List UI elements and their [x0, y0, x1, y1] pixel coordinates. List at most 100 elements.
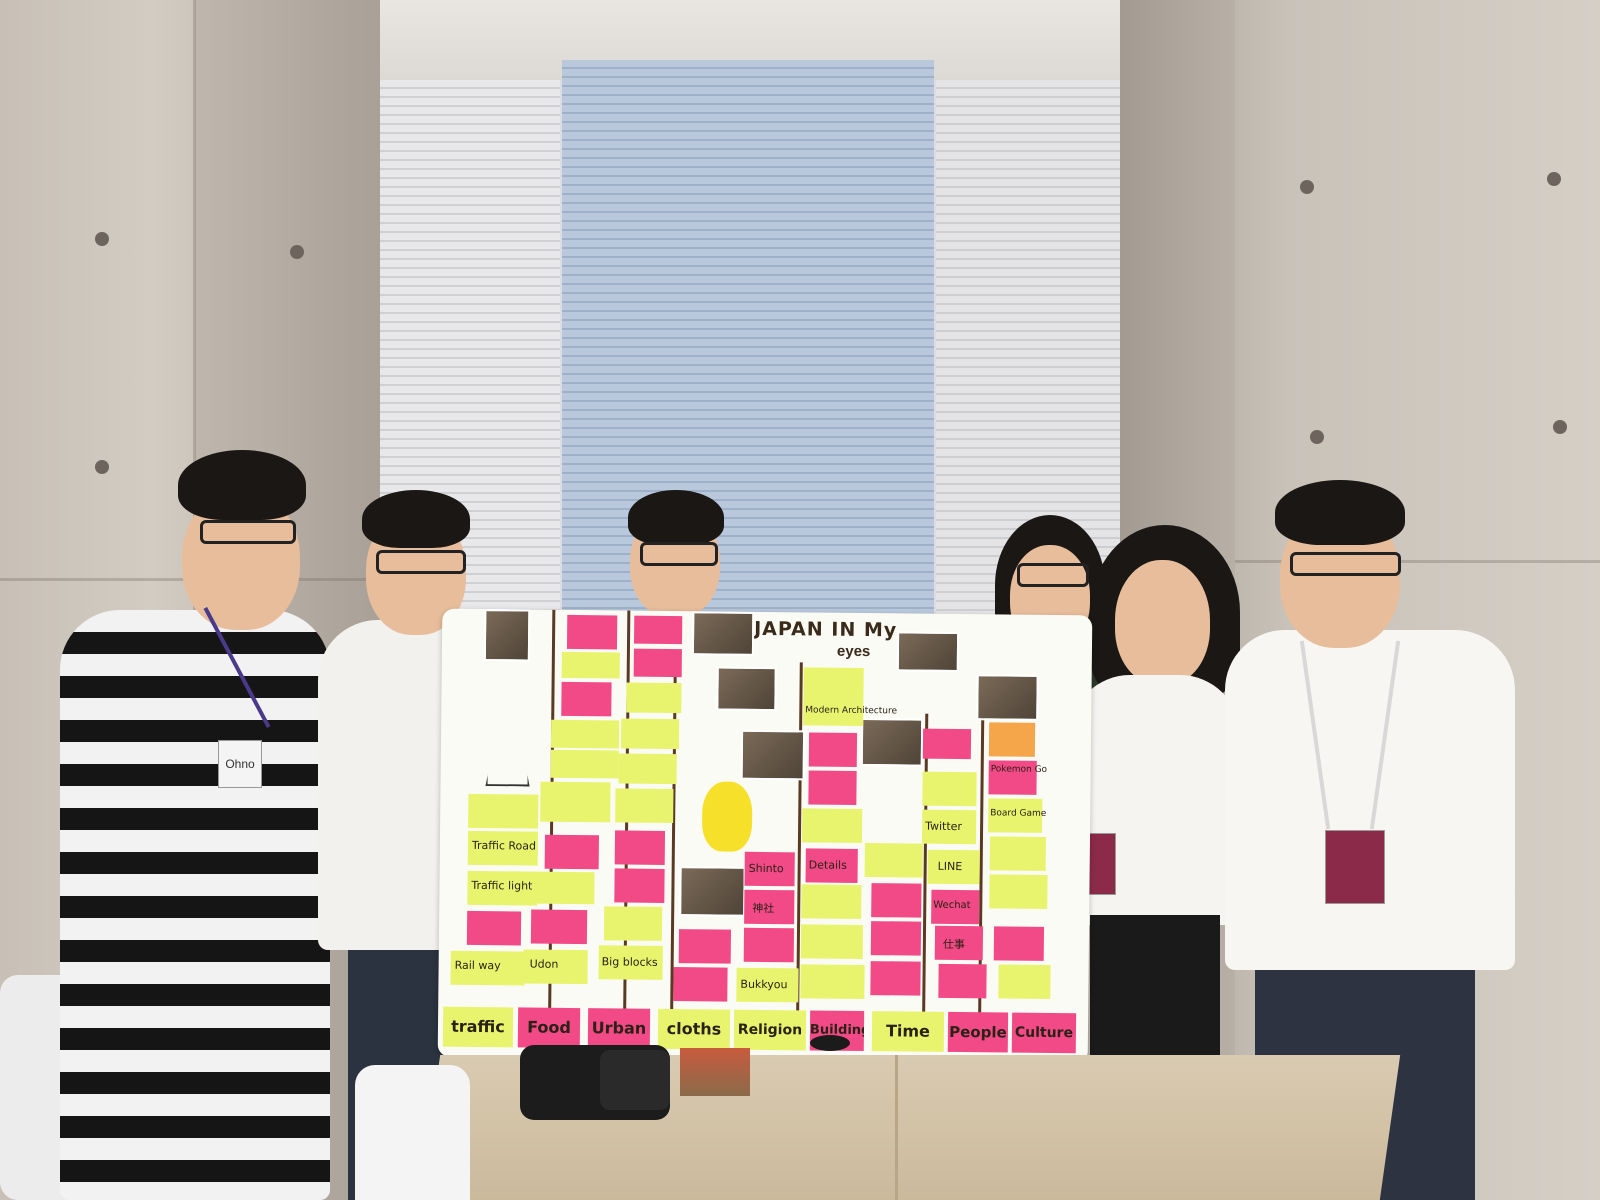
note-building [801, 808, 863, 844]
chair [355, 1065, 470, 1200]
note-time [870, 961, 921, 996]
striped-shirt [60, 610, 330, 1200]
poster-title: JAPAN IN My [754, 617, 898, 642]
hair [1275, 480, 1405, 545]
note-label: Rail way [454, 958, 501, 973]
note-label: 仕事 [942, 937, 965, 952]
note-label: Bukkyou [740, 977, 788, 992]
table-seam [895, 1055, 898, 1200]
note-traffic-light: Traffic light [467, 870, 538, 906]
note-pokemon-go: Pokemon Go [988, 760, 1047, 795]
glasses [1290, 552, 1401, 576]
note-urban [626, 682, 682, 714]
window-blind-center [562, 60, 934, 620]
note-traffic-road: Traffic Road [467, 830, 539, 866]
conference-badge [1325, 830, 1385, 904]
note-label: Modern Architecture [805, 705, 898, 717]
note-food [550, 719, 620, 749]
note-details: Details [805, 848, 858, 883]
glasses [200, 520, 296, 544]
note-building [808, 770, 857, 805]
poster-title-line-2: eyes [836, 642, 871, 661]
wall-seam [1235, 560, 1600, 563]
form-tie-hole [1310, 430, 1324, 444]
note-time [870, 921, 922, 956]
form-tie-hole [1300, 180, 1314, 194]
poster-board: JAPAN IN My eyes Traffic Road Traffic li… [437, 608, 1093, 1064]
note-urban [614, 830, 666, 865]
note-wechat: Wechat [931, 889, 980, 925]
note-label: 神社 [752, 901, 775, 916]
note-people [938, 963, 987, 999]
note-urban [618, 753, 677, 785]
note-urban [614, 868, 665, 903]
note-food [550, 749, 619, 779]
note-label: Udon [529, 957, 559, 971]
note-label: Big blocks [601, 955, 658, 969]
lens-cap [810, 1035, 850, 1051]
white-tshirt [1225, 630, 1515, 970]
note-food [540, 781, 611, 823]
note-culture [988, 722, 1036, 757]
note-label: Pokemon Go [990, 764, 1048, 775]
note-people [922, 771, 977, 807]
category-label-people: People [947, 1011, 1009, 1053]
note-food [566, 614, 618, 650]
category-label-religion: Religion [733, 1009, 807, 1051]
form-tie-hole [1553, 420, 1567, 434]
note-label: Wechat [933, 899, 971, 912]
note-cloths [673, 967, 728, 1002]
note-traffic-top [468, 793, 539, 829]
note-culture [989, 836, 1047, 871]
photo-interior [679, 866, 746, 917]
category-label-time: Time [871, 1011, 945, 1052]
note-food [561, 651, 620, 679]
note-building [808, 732, 858, 767]
note-urban [603, 906, 663, 941]
hair [362, 490, 470, 548]
note-label: Traffic Road [471, 838, 537, 853]
category-label-cloths: cloths [657, 1008, 731, 1050]
camera-lens [600, 1050, 670, 1110]
form-tie-hole [290, 245, 304, 259]
glasses [376, 550, 466, 574]
note-food [544, 834, 599, 870]
note-modern-architecture: Modern Architecture [803, 667, 897, 727]
note-label: Shinto [748, 861, 784, 876]
note-twitter: Twitter [921, 809, 977, 845]
note-building [801, 884, 862, 920]
note-food [530, 909, 588, 945]
note-udon: Udon [523, 949, 588, 985]
note-urban [615, 788, 674, 824]
note-time [864, 843, 923, 878]
note-label: Traffic light [471, 878, 533, 893]
person-center [620, 490, 730, 630]
note-jinja: 神社 [744, 889, 795, 925]
note-big-blocks: Big blocks [598, 945, 663, 980]
glasses [1017, 563, 1089, 587]
note-board-game: Board Game [988, 798, 1046, 833]
note-label: Details [808, 858, 847, 872]
note-label: Board Game [990, 808, 1047, 819]
note-cloths [678, 929, 732, 964]
note-food [561, 681, 612, 717]
photo-shrine [740, 729, 806, 781]
pikachu-drawing [701, 781, 753, 852]
note-label: Twitter [925, 819, 963, 834]
note-urban [620, 718, 680, 750]
note-urban [634, 615, 683, 645]
photo-city [896, 631, 960, 673]
note-bukkyou: Bukkyou [736, 967, 799, 1003]
note-food [534, 871, 595, 905]
category-label-culture: Culture [1011, 1012, 1077, 1054]
note-people [922, 728, 972, 760]
note-time [871, 883, 922, 918]
books [680, 1048, 750, 1096]
note-culture [998, 964, 1051, 999]
photo-skyline [976, 674, 1039, 721]
photo-gate [716, 666, 777, 712]
hair [178, 450, 306, 520]
note-label: LINE [937, 859, 963, 874]
category-label-traffic: traffic [442, 1006, 514, 1048]
photo-tower [483, 609, 531, 662]
